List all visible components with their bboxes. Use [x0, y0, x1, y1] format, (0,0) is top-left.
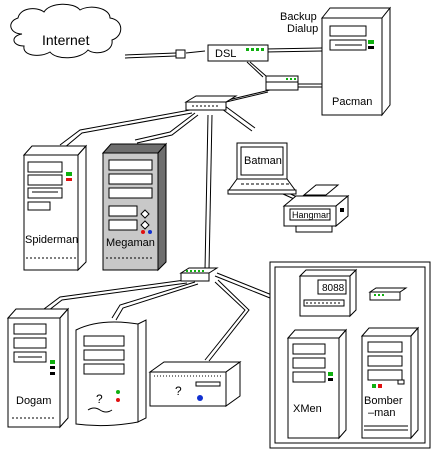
- hangman-printer: Hangman: [282, 184, 350, 233]
- megaman-tower: Megaman: [101, 142, 168, 272]
- bomberman-label-line2: –man: [368, 407, 396, 419]
- megaman-label: Megaman: [106, 237, 155, 249]
- backup-label: Backup: [280, 11, 317, 23]
- xmen-tower: XMen: [286, 328, 348, 440]
- small-hub: [265, 75, 299, 91]
- pacman-tower: Pacman: [320, 6, 392, 117]
- status-led: [246, 48, 249, 51]
- unknown-tower-label: ?: [96, 392, 103, 406]
- unknown-desktop-label: ?: [175, 384, 182, 398]
- dialup-label: Dialup: [287, 23, 318, 35]
- bomberman-tower: Bomber –man: [360, 326, 420, 440]
- status-led: [256, 48, 259, 51]
- dogam-label: Dogam: [16, 395, 51, 407]
- hangman-label: Hangman: [292, 210, 331, 220]
- spiderman-label: Spiderman: [25, 234, 78, 246]
- unknown-tower: ?: [75, 319, 147, 427]
- dsl-modem: DSL: [175, 44, 269, 62]
- dsl-label: DSL: [215, 48, 236, 60]
- xmen-label: XMen: [293, 403, 322, 415]
- box-8088-label: 8088: [322, 283, 345, 294]
- internet-cloud: Internet: [10, 3, 122, 59]
- internet-label: Internet: [42, 32, 90, 48]
- main-hub: [184, 95, 238, 111]
- spiderman-tower: Spiderman: [22, 144, 88, 272]
- status-led: [261, 48, 264, 51]
- pacman-label: Pacman: [332, 96, 372, 108]
- batman-label: Batman: [244, 155, 282, 167]
- batman-laptop: Batman: [227, 142, 297, 195]
- lower-hub: [179, 267, 219, 282]
- room-modem: [368, 287, 408, 301]
- status-led: [251, 48, 254, 51]
- bomberman-label-line1: Bomber: [364, 395, 403, 407]
- dogam-tower: Dogam: [6, 307, 70, 429]
- unknown-desktop: ?: [148, 361, 242, 407]
- box-8088: 8088: [298, 268, 358, 318]
